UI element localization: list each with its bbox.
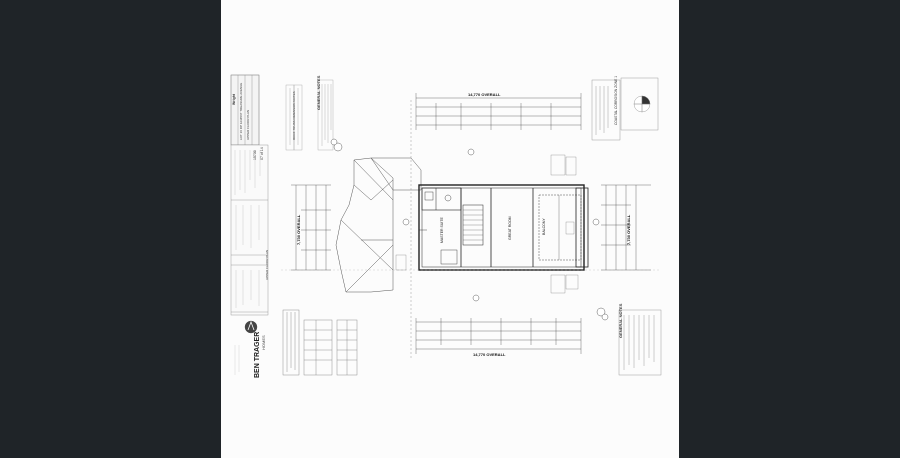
room-label-balcony: BALCONY <box>542 218 546 235</box>
title-block-drawing-title: UPPER FLOOR PLAN <box>246 109 250 140</box>
roof-outline <box>335 157 422 293</box>
annotation-notes <box>395 154 579 294</box>
left-overall-dimension: 7,730 OVERALL <box>296 214 301 245</box>
builder-sub: HOMES <box>261 335 266 350</box>
general-notes-left <box>285 79 334 151</box>
schedule-tables <box>282 309 358 376</box>
upper-floor-plan-label: UPPER FLOOR PLAN <box>265 249 269 280</box>
floor-plan-drawing <box>230 74 662 376</box>
title-block-client: Wright <box>232 93 236 105</box>
title-block-sheet-no: 07 of 14 <box>260 147 264 160</box>
right-overall-dimension: 7,730 OVERALL <box>626 214 631 245</box>
general-notes-left-title: GENERAL NOTES <box>316 75 321 110</box>
title-block <box>230 74 269 375</box>
general-notes-right-title: GENERAL NOTES <box>618 303 623 338</box>
room-label-master-suite: MASTER SUITE <box>440 217 444 243</box>
room-label-great-room: GREAT ROOM <box>508 216 512 240</box>
coastal-zone-block <box>591 77 659 141</box>
builder-name: BEN TRAGER <box>254 331 261 378</box>
title-block-address: LOT 16 DP 1234567 TREASURE AVENUE <box>239 82 243 140</box>
title-block-job-no: 15730 <box>253 150 257 160</box>
dimension-lines <box>281 93 661 360</box>
section-markers <box>330 138 609 321</box>
general-notes-right <box>618 309 662 376</box>
roof-truss-notes-title: ROOF TRUSS DIMENSION NOTES <box>292 91 296 140</box>
top-overall-dimension: 14,770 OVERALL <box>468 92 501 97</box>
coastal-zone-title: COASTAL CORROSION ZONE 1 <box>614 75 618 125</box>
drawing-sheet: 14,770 OVERALL 14,770 OVERALL 7,730 OVER… <box>221 0 679 458</box>
bottom-overall-dimension: 14,770 OVERALL <box>473 352 506 357</box>
